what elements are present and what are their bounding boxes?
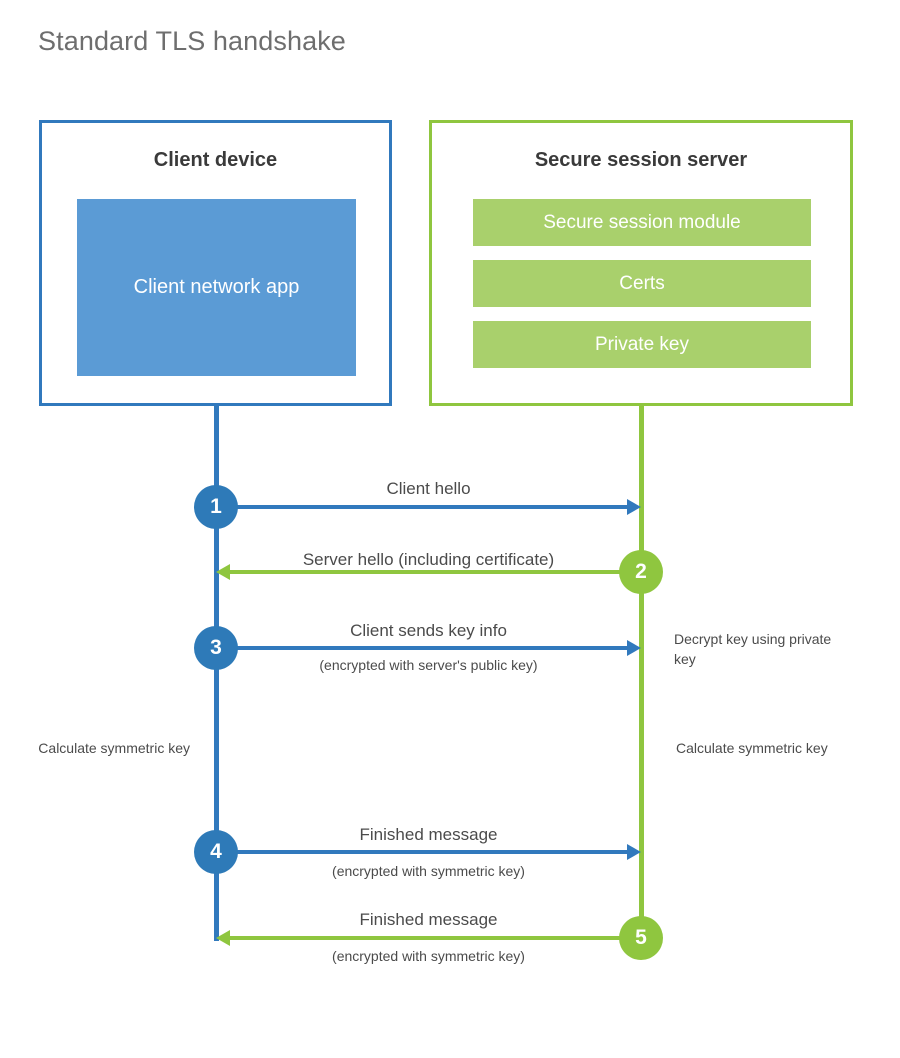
arrowhead-right-icon [627, 844, 641, 860]
server-components-list: Secure session module Certs Private key [473, 199, 811, 368]
server-component-secure-session-module: Secure session module [473, 199, 811, 246]
arrowhead-right-icon [627, 499, 641, 515]
arrowhead-right-icon [627, 640, 641, 656]
server-component-private-key: Private key [473, 321, 811, 368]
step-marker-2: 2 [619, 550, 663, 594]
note-calculate-symmetric-key-server: Calculate symmetric key [676, 740, 828, 756]
step-1-arrow-client-to-server [216, 499, 641, 515]
step-3-arrow-client-to-server [216, 640, 641, 656]
step-3-sublabel: (encrypted with server's public key) [319, 657, 538, 673]
server-lifeline [639, 403, 644, 941]
step-4-label: Finished message [359, 825, 498, 844]
step-marker-5: 5 [619, 916, 663, 960]
client-lifeline [214, 403, 219, 941]
step-marker-1: 1 [194, 485, 238, 529]
server-component-certs: Certs [473, 260, 811, 307]
client-device-title: Client device [153, 149, 278, 171]
step-4-sublabel: (encrypted with symmetric key) [332, 863, 525, 879]
step-5-label: Finished message [359, 910, 498, 929]
secure-session-server-box: Secure session server Secure session mod… [429, 120, 853, 406]
secure-session-server-title: Secure session server [534, 149, 748, 171]
step-1-label: Client hello [386, 479, 471, 498]
arrowhead-left-icon [216, 930, 230, 946]
note-calculate-symmetric-key-client: Calculate symmetric key [38, 740, 190, 756]
step-marker-4: 4 [194, 830, 238, 874]
page-title: Standard TLS handshake [38, 26, 346, 56]
step-5-sublabel: (encrypted with symmetric key) [332, 948, 525, 964]
step-3-label: Client sends key info [350, 621, 507, 640]
step-5-arrow-server-to-client [216, 930, 641, 946]
arrowhead-left-icon [216, 564, 230, 580]
note-decrypt-key: Decrypt key using private key [674, 631, 832, 667]
step-2-label: Server hello (including certificate) [302, 550, 555, 569]
step-4-arrow-client-to-server [216, 844, 641, 860]
step-marker-3: 3 [194, 626, 238, 670]
client-network-app-block: Client network app [77, 199, 356, 376]
step-2-arrow-server-to-client [216, 564, 641, 580]
client-device-box: Client device Client network app [39, 120, 392, 406]
